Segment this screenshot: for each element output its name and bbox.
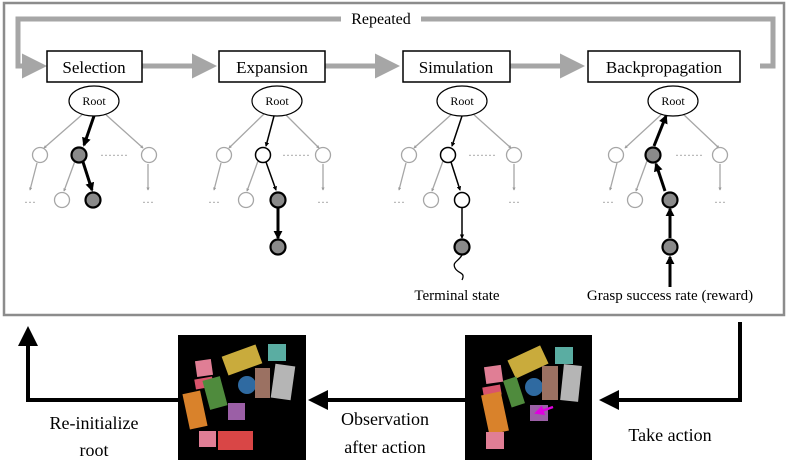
root-label: Root: [82, 94, 106, 108]
tree-node-selected: [269, 191, 287, 209]
tree-ellipsis: ·······: [282, 148, 310, 162]
tree-node-path: [254, 146, 272, 164]
tree-node: [607, 146, 625, 164]
tree-ellipsis: ·······: [675, 148, 703, 162]
leaf-ellipsis: ···: [24, 195, 36, 209]
root-node: [68, 85, 120, 117]
tree-ellipsis: ·······: [100, 148, 128, 162]
tree-node-simulated: [453, 238, 471, 256]
tree-node: [422, 191, 440, 209]
scene-after-action-image: [178, 335, 306, 460]
terminal-state-caption: Terminal state: [414, 288, 500, 304]
tree-node: [237, 191, 255, 209]
root-label: Root: [450, 94, 474, 108]
leaf-ellipsis: ···: [714, 195, 726, 209]
tree-node-expanded: [269, 238, 287, 256]
tree-node-updated: [661, 191, 679, 209]
mcts-frame: [2, 1, 786, 317]
scene-current-image: [465, 335, 592, 460]
tree-node-selected: [84, 191, 102, 209]
repeat-label-bg: [341, 9, 421, 29]
root-node: [436, 85, 488, 117]
tree-node: [53, 191, 71, 209]
root-label: Root: [661, 94, 685, 108]
observation-label-line2: after action: [344, 437, 425, 457]
reinit-label-line2: root: [80, 440, 109, 460]
repeat-label: Repeated: [351, 11, 411, 28]
leaf-ellipsis: ···: [602, 195, 614, 209]
stage-box-backpropagation: [587, 50, 741, 83]
tree-node: [505, 146, 523, 164]
tree-node: [215, 146, 233, 164]
tree-node: [140, 146, 158, 164]
tree-node: [400, 146, 418, 164]
tree-simulation: Root ······· ··· ··· Terminal state: [393, 85, 523, 304]
tree-node-updated: [661, 238, 679, 256]
tree-node: [626, 191, 644, 209]
rollout-squiggle: [453, 254, 464, 281]
tree-node-path: [439, 146, 457, 164]
tree-node: [31, 146, 49, 164]
tree-node: [314, 146, 332, 164]
stage-label-expansion: Expansion: [236, 58, 308, 77]
stage-box-simulation: [402, 50, 511, 83]
observation-label-line1: Observation: [341, 409, 429, 429]
push-action-arrow: [534, 405, 554, 416]
take-action-arrow: [599, 322, 742, 410]
root-node: [251, 85, 303, 117]
leaf-ellipsis: ···: [393, 195, 405, 209]
tree-node-selected: [70, 146, 88, 164]
tree-node-updated: [644, 146, 662, 164]
stage-box-expansion: [218, 50, 326, 83]
tree-ellipsis: ·······: [468, 148, 496, 162]
tree-node-path: [453, 191, 471, 209]
stage-label-backpropagation: Backpropagation: [606, 58, 723, 77]
tree-expansion: Root ······· ··· ···: [208, 85, 332, 256]
stage-label-selection: Selection: [62, 58, 126, 77]
tree-node: [711, 146, 729, 164]
leaf-ellipsis: ···: [317, 195, 329, 209]
reinit-label-line1: Re-initialize: [50, 413, 139, 433]
root-node: [647, 85, 699, 117]
reward-caption: Grasp success rate (reward): [587, 288, 753, 304]
stage-label-simulation: Simulation: [419, 58, 494, 77]
stage-box-selection: [46, 50, 143, 83]
take-action-label: Take action: [628, 425, 711, 445]
root-label: Root: [265, 94, 289, 108]
reinit-arrow: [18, 326, 178, 402]
leaf-ellipsis: ···: [508, 195, 520, 209]
tree-selection: Root ······· ··· ···: [24, 85, 158, 209]
leaf-ellipsis: ···: [208, 195, 220, 209]
leaf-ellipsis: ···: [142, 195, 154, 209]
tree-backpropagation: Root ······· ··· ··· Grasp success rate …: [587, 85, 753, 304]
